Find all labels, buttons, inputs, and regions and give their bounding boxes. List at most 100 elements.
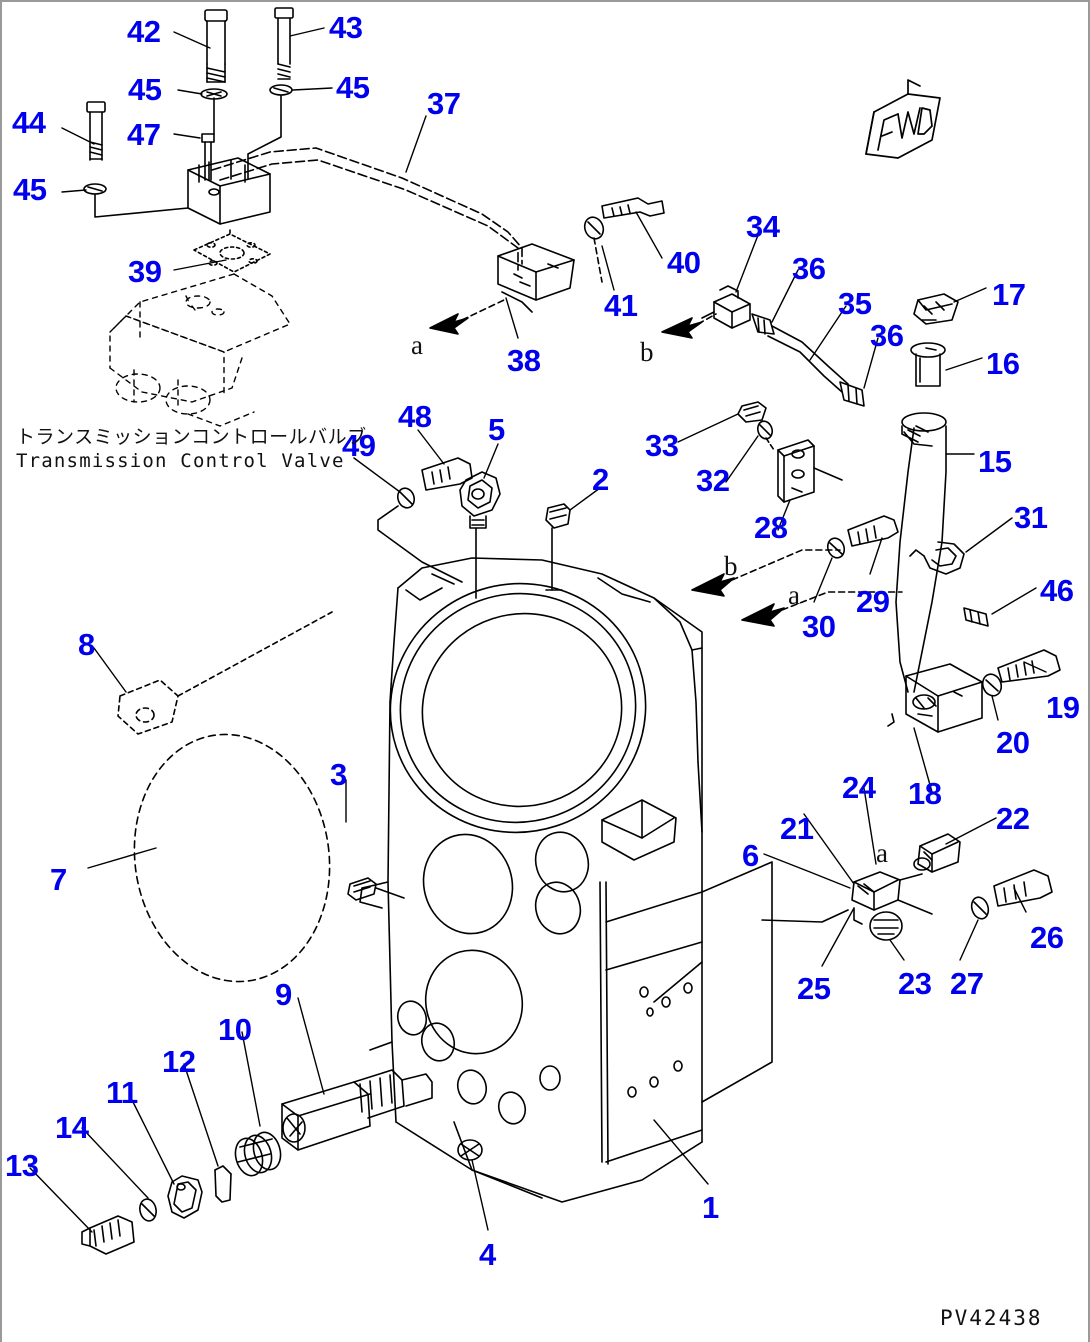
callout-38: 38 [507, 343, 541, 378]
part-2-plug [545, 503, 571, 591]
callout-39: 39 [128, 254, 162, 289]
part-49-washer [377, 487, 463, 583]
callout-27: 27 [950, 966, 984, 1001]
callout-48: 48 [398, 399, 432, 434]
callout-45: 45 [13, 172, 47, 207]
part-9-adapter [281, 1069, 433, 1151]
part-31-clamp [909, 541, 965, 575]
callout-44: 44 [12, 105, 46, 140]
callout-22: 22 [996, 801, 1030, 836]
part-46-washer [963, 607, 989, 627]
part-41-washer [583, 216, 605, 240]
callout-12: 12 [162, 1044, 196, 1079]
section-arrow-a-upper [429, 313, 469, 335]
part-26-bolt [993, 869, 1053, 907]
part-17-cap [913, 293, 959, 325]
section-marker-a-lower-right: a [876, 838, 888, 868]
section-marker-a-upper-left: a [411, 330, 423, 360]
callout-19: 19 [1046, 690, 1080, 725]
part-29-bolt [847, 515, 899, 547]
part-1-transmission-case [359, 557, 773, 1203]
part-18-end-block [905, 663, 983, 733]
callout-35: 35 [838, 286, 872, 321]
callout-15: 15 [978, 444, 1012, 479]
callout-30: 30 [802, 609, 836, 644]
callout-28: 28 [754, 510, 788, 545]
callout-24: 24 [842, 770, 876, 805]
callout-23: 23 [898, 966, 932, 1001]
callout-14: 14 [55, 1110, 89, 1145]
part-42-bolt [204, 9, 228, 83]
part-25-clamp [761, 907, 863, 925]
part-40-bolt [601, 197, 665, 219]
callout-34: 34 [746, 209, 780, 244]
part-36-fitting-upper [751, 313, 775, 335]
callout-9: 9 [275, 977, 292, 1012]
callout-33: 33 [645, 428, 679, 463]
callout-16: 16 [986, 346, 1020, 381]
callout-29: 29 [856, 584, 890, 619]
callout-46: 46 [1040, 573, 1074, 608]
callout-13: 13 [5, 1148, 39, 1183]
control-valve-body-ghost [109, 273, 291, 427]
callout-5: 5 [488, 412, 505, 447]
part-30-washer [826, 537, 846, 559]
part-33-nut [737, 401, 767, 423]
part-5-elbow [459, 471, 501, 599]
part-48-bolt [421, 457, 473, 491]
part-39-gasket [193, 229, 271, 273]
callout-42: 42 [127, 14, 161, 49]
section-arrow-b-housing [691, 573, 735, 597]
callout-40: 40 [667, 245, 701, 280]
part-22-elbow [913, 833, 961, 873]
part-21-joint [851, 871, 933, 915]
section-arrow-a-housing [741, 603, 785, 627]
drawing-number: PV42438 [940, 1306, 1043, 1330]
part-16-sleeve [910, 342, 946, 387]
callout-36: 36 [792, 251, 826, 286]
part-10-spring [234, 1131, 282, 1177]
part-34-joint [701, 285, 751, 329]
part-43-bolt [274, 7, 294, 80]
callout-18: 18 [908, 776, 942, 811]
part-44-bolt [86, 101, 106, 161]
callout-25: 25 [797, 971, 831, 1006]
part-14-washer [139, 1198, 157, 1222]
part-12-spring-seat [214, 1165, 232, 1203]
callout-45: 45 [128, 72, 162, 107]
component-label-japanese: トランスミッションコントロールバルブ [16, 426, 367, 448]
part-7-gasket [133, 733, 331, 983]
part-19-bolt [997, 649, 1061, 683]
callout-1: 1 [702, 1190, 719, 1225]
callout-17: 17 [992, 277, 1026, 312]
part-37-tube [211, 147, 523, 271]
part-15-tube [895, 412, 947, 693]
part-38-joint [497, 243, 575, 313]
callout-3: 3 [330, 757, 347, 792]
callout-21: 21 [780, 811, 814, 846]
callout-10: 10 [218, 1012, 252, 1047]
part-28-bracket [777, 439, 843, 503]
section-marker-a-housing: a [788, 580, 800, 610]
part-35-hose [767, 325, 849, 393]
leader-lines [29, 27, 1047, 1233]
component-label-english: Transmission Control Valve [16, 450, 345, 472]
part-11-seal [167, 1175, 203, 1219]
part-32-washer [756, 420, 774, 440]
part-36-fitting-lower [839, 381, 865, 407]
callout-37: 37 [427, 86, 461, 121]
section-arrow-b-upper [661, 317, 703, 339]
callout-41: 41 [604, 288, 638, 323]
callout-7: 7 [50, 862, 67, 897]
callout-36: 36 [870, 318, 904, 353]
section-marker-b-housing: b [724, 551, 738, 581]
part-20-washer [981, 673, 1003, 697]
callout-31: 31 [1014, 500, 1048, 535]
callout-4: 4 [479, 1237, 496, 1272]
part-23-nut [869, 911, 903, 941]
callout-45: 45 [336, 70, 370, 105]
part-4-plug [457, 1139, 483, 1161]
callout-26: 26 [1030, 920, 1064, 955]
